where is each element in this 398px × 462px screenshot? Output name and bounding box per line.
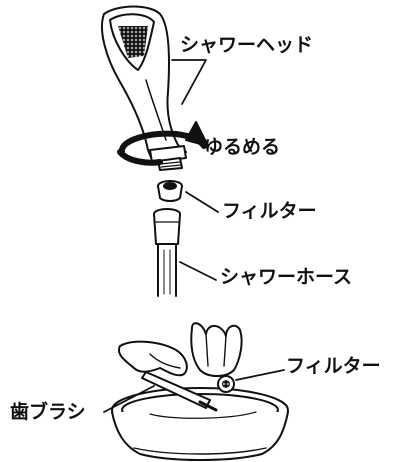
- toothbrush-illustration: [141, 371, 218, 412]
- rotation-arrow-icon: [117, 121, 209, 166]
- label-shower-hose: シャワーホース: [220, 266, 353, 288]
- leader-line-shower-head: [171, 59, 207, 105]
- label-toothbrush: 歯ブラシ: [10, 401, 86, 423]
- leader-line-hose: [179, 261, 217, 281]
- shower-head-illustration: [100, 5, 187, 171]
- leader-line-filter-bottom: [235, 369, 285, 381]
- label-loosen: ゆるめる: [204, 136, 281, 158]
- left-hand-illustration: [118, 340, 188, 377]
- label-shower-head: シャワーヘッド: [180, 34, 314, 56]
- label-filter-bottom: フィルター: [286, 355, 381, 377]
- leader-line-toothbrush: [103, 385, 155, 413]
- wash-basin-illustration: [111, 387, 289, 461]
- filter-part-illustration: [157, 180, 183, 202]
- leader-line-filter-top: [185, 191, 219, 213]
- label-filter-top: フィルター: [222, 200, 317, 222]
- filter-in-hand-illustration: [217, 375, 235, 393]
- right-hand-illustration: [190, 322, 243, 377]
- shower-hose-illustration: [153, 208, 181, 297]
